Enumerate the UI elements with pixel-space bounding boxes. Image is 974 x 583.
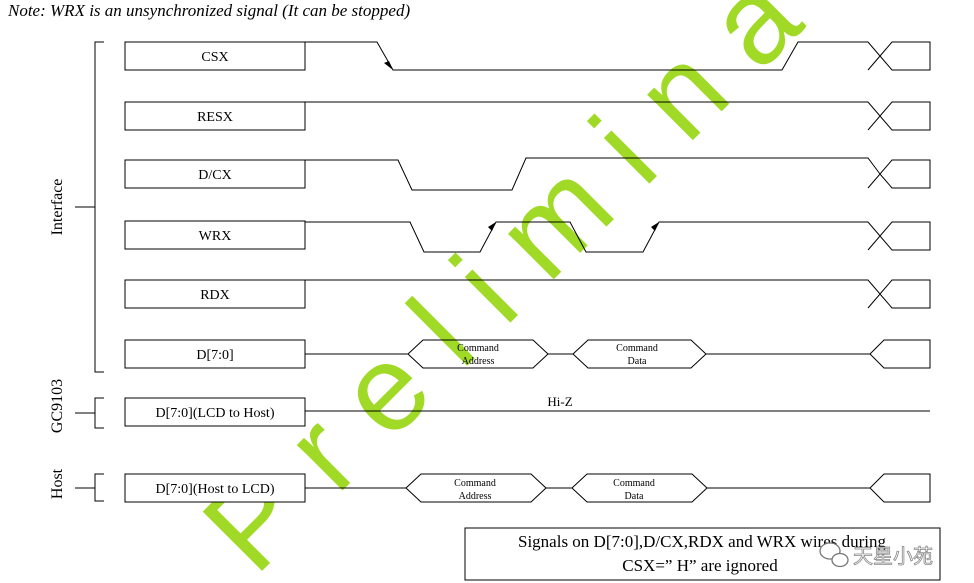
- resx-label: RESX: [197, 110, 233, 125]
- csx-label: CSX: [201, 50, 228, 65]
- signal-labels: CSX RESX D/CX WRX RDX D[7:0] D[7:0](LCD …: [156, 50, 275, 497]
- data-cmd-address-line2: Address: [462, 356, 495, 367]
- logo: 天星小苑: [819, 542, 933, 568]
- logo-text: 天星小苑: [853, 545, 933, 568]
- footnote-box: [464, 527, 941, 581]
- rdx-box: [124, 279, 306, 309]
- host-cmd-data-line2: Data: [625, 491, 644, 502]
- footnote-line2: CSX=” H” are ignored: [622, 556, 778, 575]
- csx-box: [124, 41, 306, 71]
- lcd-to-host-box: [124, 397, 306, 427]
- csx-waveform: [305, 41, 931, 71]
- dcx-waveform: [305, 157, 931, 191]
- interface-bracket: [75, 41, 104, 373]
- resx-box: [124, 101, 306, 131]
- wrx-rising-arrow-2-icon: [651, 222, 659, 231]
- data-end-bus: [869, 339, 931, 369]
- gc9103-bracket: [75, 397, 104, 429]
- interface-label: Interface: [49, 179, 66, 236]
- footnote: Signals on D[7:0],D/CX,RDX and WRX wires…: [464, 527, 941, 581]
- data-cmd-data-line1: Command: [616, 343, 658, 354]
- wrx-label: WRX: [199, 229, 232, 244]
- wrx-rising-arrow-1-icon: [488, 222, 496, 231]
- host-cmd-address-line2: Address: [459, 491, 492, 502]
- dcx-box: [124, 159, 306, 189]
- waveforms: [305, 41, 931, 503]
- host-cmd-data-line1: Command: [613, 478, 655, 489]
- host-end-bus: [869, 473, 931, 503]
- edge-arrows: [384, 61, 659, 231]
- note-text: Note: WRX is an unsynchronized signal (I…: [7, 1, 410, 20]
- bus-labels: Command Address Command Data Command Add…: [454, 343, 658, 502]
- footnote-line1: Signals on D[7:0],D/CX,RDX and WRX wires…: [518, 532, 886, 551]
- signal-boxes: [124, 41, 306, 503]
- dcx-label: D/CX: [198, 168, 231, 183]
- host-to-lcd-box: [124, 473, 306, 503]
- host-cmd-data-bus: [571, 473, 708, 503]
- rdx-waveform: [305, 279, 931, 309]
- resx-waveform: [305, 101, 931, 131]
- wechat-logo-icon: [819, 542, 849, 568]
- data-cmd-address-line1: Command: [457, 343, 499, 354]
- host-to-lcd-label: D[7:0](Host to LCD): [156, 482, 275, 497]
- data-cmd-data-line2: Data: [628, 356, 647, 367]
- data-label: D[7:0]: [196, 348, 233, 363]
- wrx-box: [124, 220, 306, 250]
- host-label: Host: [49, 468, 66, 499]
- hiz-label: Hi-Z: [547, 394, 572, 409]
- host-cmd-address-bus: [405, 473, 547, 503]
- data-cmd-data-bus: [572, 339, 707, 369]
- host-cmd-address-line1: Command: [454, 478, 496, 489]
- lcd-to-host-label: D[7:0](LCD to Host): [156, 406, 275, 421]
- csx-falling-arrow-icon: [384, 61, 393, 70]
- host-bracket: [75, 473, 104, 502]
- rdx-label: RDX: [200, 288, 230, 303]
- gc9103-label: GC9103: [49, 379, 66, 433]
- data-cmd-address-bus: [407, 339, 549, 369]
- group-brackets: [75, 41, 104, 502]
- data-box: [124, 339, 306, 369]
